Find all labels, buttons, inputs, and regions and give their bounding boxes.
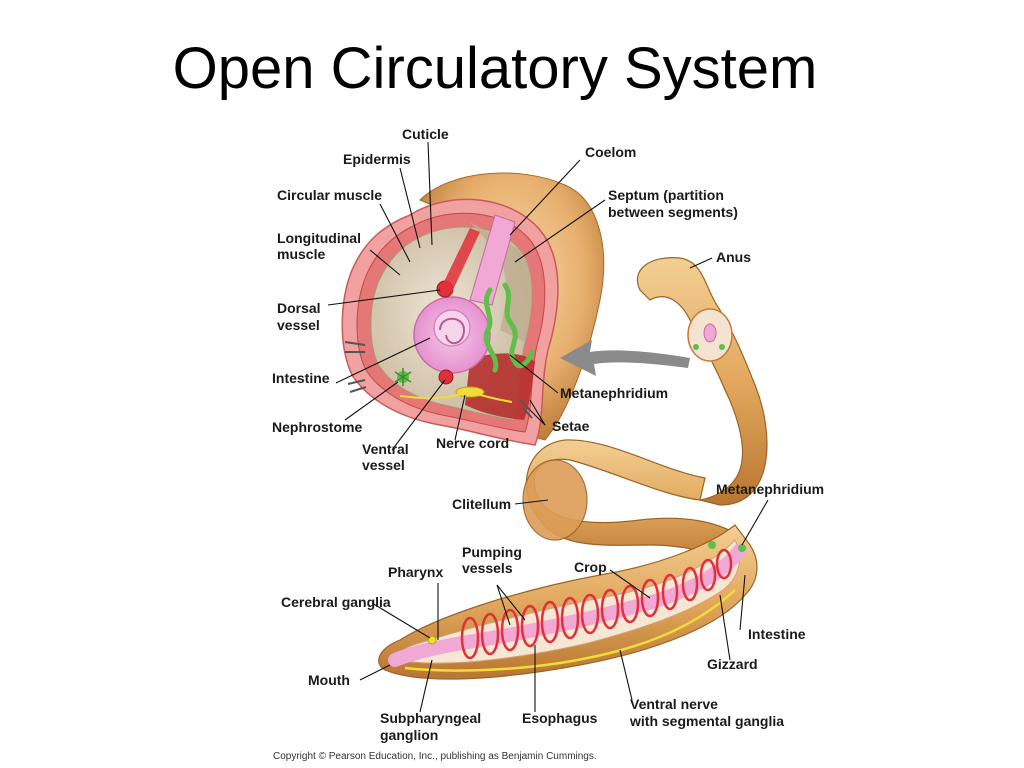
whole-worm — [378, 257, 768, 680]
label-subpharyngeal-2: ganglion — [380, 727, 438, 743]
label-clitellum: Clitellum — [452, 496, 511, 512]
dorsal-vessel-tube — [440, 228, 480, 292]
label-dorsal-vessel-2: vessel — [277, 317, 320, 333]
label-cuticle: Cuticle — [402, 126, 449, 142]
label-nerve-cord: Nerve cord — [436, 435, 509, 451]
label-dorsal-vessel-1: Dorsal — [277, 300, 321, 316]
digestive-tract — [388, 543, 747, 667]
label-pumping-vessels-2: vessels — [462, 560, 513, 576]
label-anus: Anus — [716, 249, 751, 265]
anus-opening — [703, 323, 717, 343]
label-septum-1: Septum (partition — [608, 187, 724, 203]
label-circular-muscle: Circular muscle — [277, 187, 382, 203]
label-ventral-vessel-2: vessel — [362, 457, 405, 473]
label-esophagus: Esophagus — [522, 710, 598, 726]
magnify-arrow — [560, 340, 690, 376]
cross-section — [341, 172, 605, 446]
clitellum — [522, 459, 588, 541]
setae — [344, 341, 533, 419]
label-intestine-cross: Intestine — [272, 370, 330, 386]
label-crop: Crop — [574, 559, 607, 575]
typhlosole — [433, 309, 471, 347]
septum-wall — [470, 222, 532, 342]
segmental-nerves — [399, 391, 513, 403]
metanephridium-coil — [483, 282, 535, 373]
nephrostome — [394, 368, 412, 386]
label-longitudinal-muscle-1: Longitudinal — [277, 230, 361, 246]
label-subpharyngeal-1: Subpharyngeal — [380, 710, 481, 726]
label-setae: Setae — [552, 418, 590, 434]
label-mouth: Mouth — [308, 672, 350, 688]
diagram-labels: Cuticle Epidermis Circular muscle Longit… — [272, 126, 824, 762]
label-ventral-vessel-1: Ventral — [362, 441, 409, 457]
label-coelom: Coelom — [585, 144, 636, 160]
label-ventral-nerve-2: with segmental ganglia — [629, 713, 784, 729]
label-cerebral-ganglia: Cerebral ganglia — [281, 594, 391, 610]
lower-coelom-region — [465, 353, 535, 420]
label-pumping-vessels-1: Pumping — [462, 544, 522, 560]
body-metanephridia — [708, 541, 746, 552]
ventral-vessel — [438, 369, 454, 385]
slide-title: Open Circulatory System — [172, 36, 818, 101]
intestine-lumen — [439, 317, 466, 345]
label-septum-2: between segments) — [608, 204, 738, 220]
ventral-nerve-cord — [404, 589, 736, 672]
label-pharynx: Pharynx — [388, 564, 443, 580]
label-metanephridium-body: Metanephridium — [716, 481, 824, 497]
copyright-notice: Copyright © Pearson Education, Inc., pub… — [273, 751, 597, 762]
label-intestine-body: Intestine — [748, 626, 806, 642]
label-metanephridium-cross: Metanephridium — [560, 385, 668, 401]
label-longitudinal-muscle-2: muscle — [277, 246, 325, 262]
label-gizzard: Gizzard — [707, 656, 758, 672]
pumping-vessels — [460, 548, 733, 660]
label-ventral-nerve-1: Ventral nerve — [630, 696, 718, 712]
leader-lines — [327, 141, 769, 713]
label-nephrostome: Nephrostome — [272, 419, 362, 435]
label-epidermis: Epidermis — [343, 151, 411, 167]
